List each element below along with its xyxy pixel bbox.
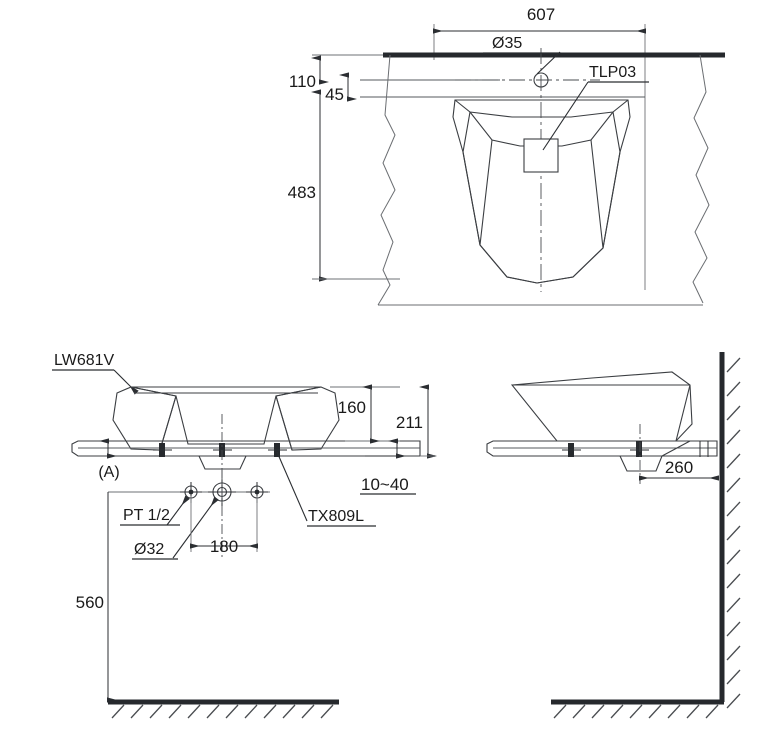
drain-pocket-side-edge [661,440,691,457]
bracket-side-left [562,443,581,457]
dimension-260: 260 [639,458,719,481]
callout-tx809l-text: TX809L [308,508,364,525]
callout-pt12: PT 1/2 [120,495,190,526]
dim-483-text: 483 [288,183,316,202]
plan-view-group: 607 110 45 483 [288,5,725,306]
dim-260-text: 260 [665,458,693,477]
dim-211-text: 211 [396,413,423,432]
callout-pt12-text: PT 1/2 [123,507,170,524]
drain-pocket-front [198,455,247,470]
basin-side-fold-r [675,384,691,442]
dim-10-40-text: 10~40 [361,475,409,494]
dim-560-text: 560 [76,593,104,612]
dimension-stack-left: 110 45 483 [288,54,400,282]
basin-plan-edge-l [462,111,471,153]
bracket-side-center [630,441,649,457]
basin-plan-rim [454,99,629,118]
bracket-left [153,443,172,457]
callout-lw681v-text: LW681V [54,352,115,369]
basin-plan-outer [452,99,631,284]
floor-left [108,699,339,719]
dimension-211: 211 [396,384,437,459]
drain-pocket-side [619,455,663,472]
basin-plan-fold-l [462,151,481,246]
dim-607-text: 607 [527,5,555,24]
dimension-180: 180 [190,496,258,556]
basin-front-rim-r [275,386,322,397]
callout-d32-text: Ø32 [134,541,164,558]
basin-front-rim-l [130,386,177,397]
callout-tx809l: TX809L [276,451,376,527]
dim-110-text: 110 [289,72,316,91]
dimension-560: 560 [76,492,117,703]
tlp03-rect [523,138,559,173]
basin-plan-fold-r [602,151,621,249]
basin-front-leg-l [159,395,177,451]
basin-side-outline [510,371,693,442]
counter-slab-side [486,440,718,457]
break-line-right [692,54,710,304]
callout-lw681v: LW681V [52,352,139,395]
reference-a-text: (A) [98,464,119,481]
basin-plan-edge-r [612,111,621,153]
floor-right [551,699,724,719]
bracket-side-wall [699,441,709,457]
dim-160-text: 160 [338,398,366,417]
front-elevation-group: LW681V [52,352,437,719]
basin-front-leg-r [275,395,293,451]
wall-right [719,352,741,709]
callout-d35: Ø35 [483,35,561,75]
dimension-160: 160 [330,384,400,444]
callout-tlp03: TLP03 [542,64,649,151]
reference-mark-a: (A) [98,438,120,481]
callout-d35-text: Ø35 [492,35,522,52]
dimension-10-40: 10~40 [360,438,416,495]
bracket-right [268,443,287,457]
faucet-hole-circle [533,72,549,88]
side-section-group: 260 [486,352,741,719]
break-line-left [377,54,396,306]
dimension-607: 607 [433,5,646,290]
callout-d32: Ø32 [132,496,219,560]
dim-180-text: 180 [210,537,238,556]
bracket-center [213,443,232,457]
callout-tlp03-text: TLP03 [589,64,636,81]
basin-front-bowl [175,395,277,445]
dim-45-text: 45 [325,85,344,104]
